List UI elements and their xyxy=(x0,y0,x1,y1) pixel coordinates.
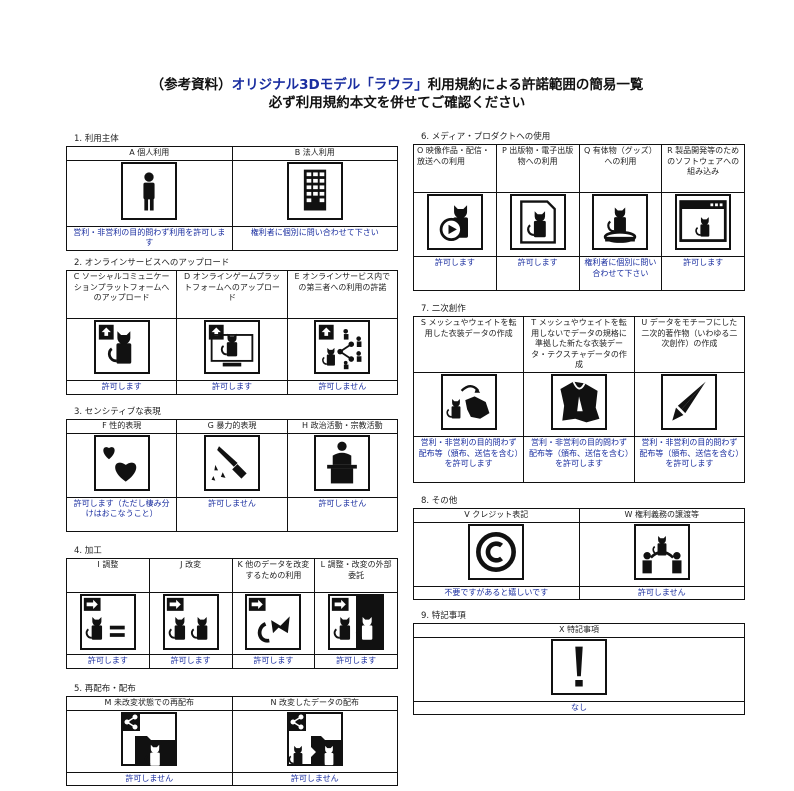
result-text: 許可します（ただし棲み分けはおこなうこと） xyxy=(65,496,178,532)
result-text: 許可しません xyxy=(286,380,399,395)
section-label: 7. 二次創作 xyxy=(421,304,466,314)
result-text: 許可します xyxy=(148,654,233,669)
result-text: 許可します xyxy=(413,256,497,291)
video-icon xyxy=(426,194,483,250)
item-head: N 改変したデータの配布 xyxy=(231,696,398,711)
upload-share-icon xyxy=(314,320,371,374)
section-label: 2. オンラインサービスへのアップロード xyxy=(74,258,230,268)
item-head: W 権利義務の譲渡等 xyxy=(578,508,745,523)
item-head: A 個人利用 xyxy=(66,146,233,161)
person-icon xyxy=(121,161,178,220)
section-label: 9. 特記事項 xyxy=(421,611,466,621)
costume-icon xyxy=(550,374,607,430)
section-online-upload: 2. オンラインサービスへのアップロード C ソーシャルコミュニケーションプラッ… xyxy=(65,257,399,395)
section-media-products: 6. メディア・プロダクトへの使用 O 映像作品・配信・放送への利用 P 出版物… xyxy=(413,131,745,291)
costume-transfer-icon xyxy=(440,374,497,430)
result-text: 権利者に個別に問い合わせて下さい xyxy=(578,256,663,291)
copyright-icon xyxy=(468,523,525,580)
item-head: C ソーシャルコミュニケーションプラットフォームへのアップロード xyxy=(65,270,178,319)
section-redistribution: 5. 再配布・配布 M 未改変状態での再配布 N 改変したデータの配布 許可しま… xyxy=(66,683,398,786)
result-text: 許可します xyxy=(66,654,150,669)
section-usage-subject: 1. 利用主体 A 個人利用 B 法人利用 営利・非営利の目的問わず利用を許可し… xyxy=(66,133,398,251)
result-text: 許可しません xyxy=(231,771,398,786)
modify-icon xyxy=(162,594,219,650)
item-head: D オンラインゲームプラットフォームへのアップロード xyxy=(176,270,288,319)
result-text: 営利・非営利の目的問わず配布等（頒布、送信を含む）を許可します xyxy=(412,436,525,483)
podium-icon xyxy=(314,434,371,491)
knife-icon xyxy=(203,434,260,491)
pen-icon xyxy=(661,374,718,430)
result-text: 営利・非営利の目的問わず利用を許可します xyxy=(66,225,233,251)
publication-icon xyxy=(509,194,566,250)
item-head: X 特記事項 xyxy=(413,623,745,638)
redistribute-icon xyxy=(121,711,178,766)
section-sensitive-expression: 3. センシティブな表現 F 性的表現 G 暴力的表現 H 政治活動・宗教活動 … xyxy=(65,406,399,532)
title-prefix: （参考資料） xyxy=(150,77,232,93)
result-text: 営利・非営利の目的問わず配布等（頒布、送信を含む）を許可します xyxy=(523,436,635,483)
reuse-parts-icon xyxy=(245,594,302,650)
result-text: 許可しません xyxy=(66,771,233,786)
result-text: 許可しません xyxy=(286,496,399,532)
item-head: M 未改変状態での再配布 xyxy=(66,696,233,711)
adjust-icon xyxy=(79,594,136,650)
title-suffix: 利用規約による許諾範囲の簡易一覧 xyxy=(427,77,644,93)
result-text: 許可します xyxy=(661,256,745,291)
result-text: 許可します xyxy=(231,654,316,669)
section-derivative-works: 7. 二次創作 S メッシュやウェイトを転用した衣装データの作成 T メッシュや… xyxy=(412,303,746,483)
item-head: F 性的表現 xyxy=(65,419,178,434)
software-icon xyxy=(675,194,732,250)
result-text: 許可します xyxy=(314,654,398,669)
item-head: T メッシュやウェイトを転用しないでデータの規格に準拠した新たな衣装データ・テク… xyxy=(523,316,635,373)
building-icon xyxy=(286,161,343,220)
section-other: 8. その他 V クレジット表記 W 権利義務の譲渡等 不要ですがあると嬉しいで… xyxy=(413,495,745,600)
item-head: E オンラインサービス内での第三者への利用の許諾 xyxy=(286,270,399,319)
item-head: B 法人利用 xyxy=(231,146,398,161)
item-head: L 調整・改変の外部委託 xyxy=(314,558,398,593)
section-label: 5. 再配布・配布 xyxy=(74,684,136,694)
result-text: 許可します xyxy=(176,380,288,395)
title-model-name: オリジナル3Dモデル「ラウラ」 xyxy=(231,77,428,93)
figure-icon xyxy=(592,194,649,250)
result-text: 許可します xyxy=(65,380,178,395)
upload-social-icon xyxy=(93,320,150,374)
result-text: 許可しません xyxy=(578,585,745,600)
item-head: Q 有体物（グッズ）への利用 xyxy=(578,144,663,193)
item-head: I 調整 xyxy=(66,558,150,593)
outsource-icon xyxy=(328,594,385,650)
transfer-rights-icon xyxy=(633,523,690,580)
document-subtitle: 必ず利用規約本文を併せてご確認ください xyxy=(268,95,526,111)
section-label: 8. その他 xyxy=(421,496,458,506)
result-text: 権利者に個別に問い合わせて下さい xyxy=(231,225,398,251)
item-head: R 製品開発等のためのソフトウェアへの組み込み xyxy=(661,144,745,193)
item-head: U データをモチーフにした二次的著作物（いわゆる二次創作）の作成 xyxy=(633,316,746,373)
item-head: V クレジット表記 xyxy=(413,508,580,523)
distribute-modified-icon xyxy=(286,711,343,766)
exclamation-icon xyxy=(551,638,607,695)
hearts-icon xyxy=(93,434,150,491)
section-processing: 4. 加工 I 調整 J 改変 K 他のデータを改変するための利用 L 調整・改… xyxy=(66,545,398,669)
item-head: S メッシュやウェイトを転用した衣装データの作成 xyxy=(412,316,525,373)
item-head: O 映像作品・配信・放送への利用 xyxy=(413,144,497,193)
section-label: 1. 利用主体 xyxy=(74,134,119,144)
section-label: 3. センシティブな表現 xyxy=(74,407,161,417)
item-head: P 出版物・電子出版物への利用 xyxy=(495,144,580,193)
item-head: H 政治活動・宗教活動 xyxy=(286,419,399,434)
section-label: 4. 加工 xyxy=(74,546,102,556)
result-text: 不要ですがあると嬉しいです xyxy=(413,585,580,600)
result-text: 営利・非営利の目的問わず配布等（頒布、送信を含む）を許可します xyxy=(633,436,746,483)
document-title: （参考資料）オリジナル3Dモデル「ラウラ」利用規約による許諾範囲の簡易一覧 xyxy=(0,76,794,94)
upload-game-icon xyxy=(203,320,260,374)
result-text: 許可します xyxy=(495,256,580,291)
item-head: K 他のデータを改変するための利用 xyxy=(231,558,316,593)
section-special-notes: 9. 特記事項 X 特記事項 なし xyxy=(413,610,745,715)
item-head: G 暴力的表現 xyxy=(176,419,288,434)
result-text: 許可しません xyxy=(176,496,288,532)
section-label: 6. メディア・プロダクトへの使用 xyxy=(421,132,551,142)
result-text: なし xyxy=(413,700,745,715)
item-head: J 改変 xyxy=(148,558,233,593)
